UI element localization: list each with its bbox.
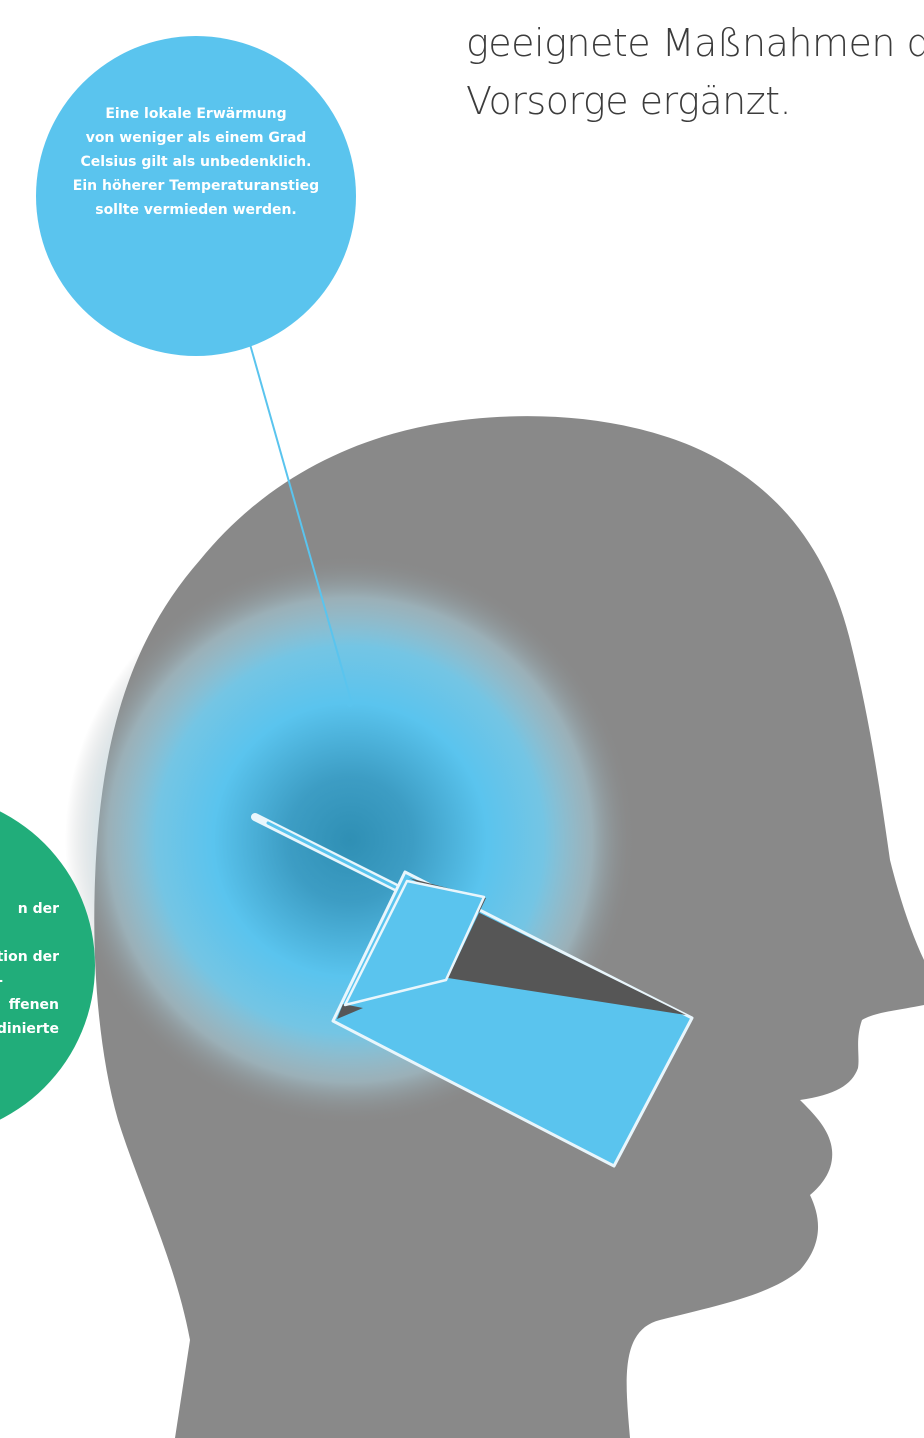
callout-text-temperature: Eine lokale Erwärmung von weniger als ei…: [36, 102, 356, 222]
callout-fragment: -: [0, 969, 3, 993]
intro-text: geeignete Maßnahmen der Vorsorge ergänzt…: [466, 14, 916, 130]
callout-fragment: ation der: [0, 945, 59, 969]
callout-fragment: ffenen: [9, 993, 59, 1017]
callout-fragment: dinierte: [0, 1017, 59, 1041]
callout-line: sollte vermieden werden.: [36, 198, 356, 222]
callout-line: Celsius gilt als unbedenklich.: [36, 150, 356, 174]
callout-line: Eine lokale Erwärmung: [36, 102, 356, 126]
callout-fragment: n der: [18, 897, 59, 921]
callout-line: von weniger als einem Grad: [36, 126, 356, 150]
callout-leader-dot: [347, 701, 353, 707]
intro-text-line-2: Vorsorge ergänzt.: [466, 72, 916, 130]
callout-bubble-temperature: Eine lokale Erwärmung von weniger als ei…: [36, 36, 356, 356]
callout-line: Ein höherer Temperaturanstieg: [36, 174, 356, 198]
intro-text-line-1: geeignete Maßnahmen der: [466, 14, 916, 72]
